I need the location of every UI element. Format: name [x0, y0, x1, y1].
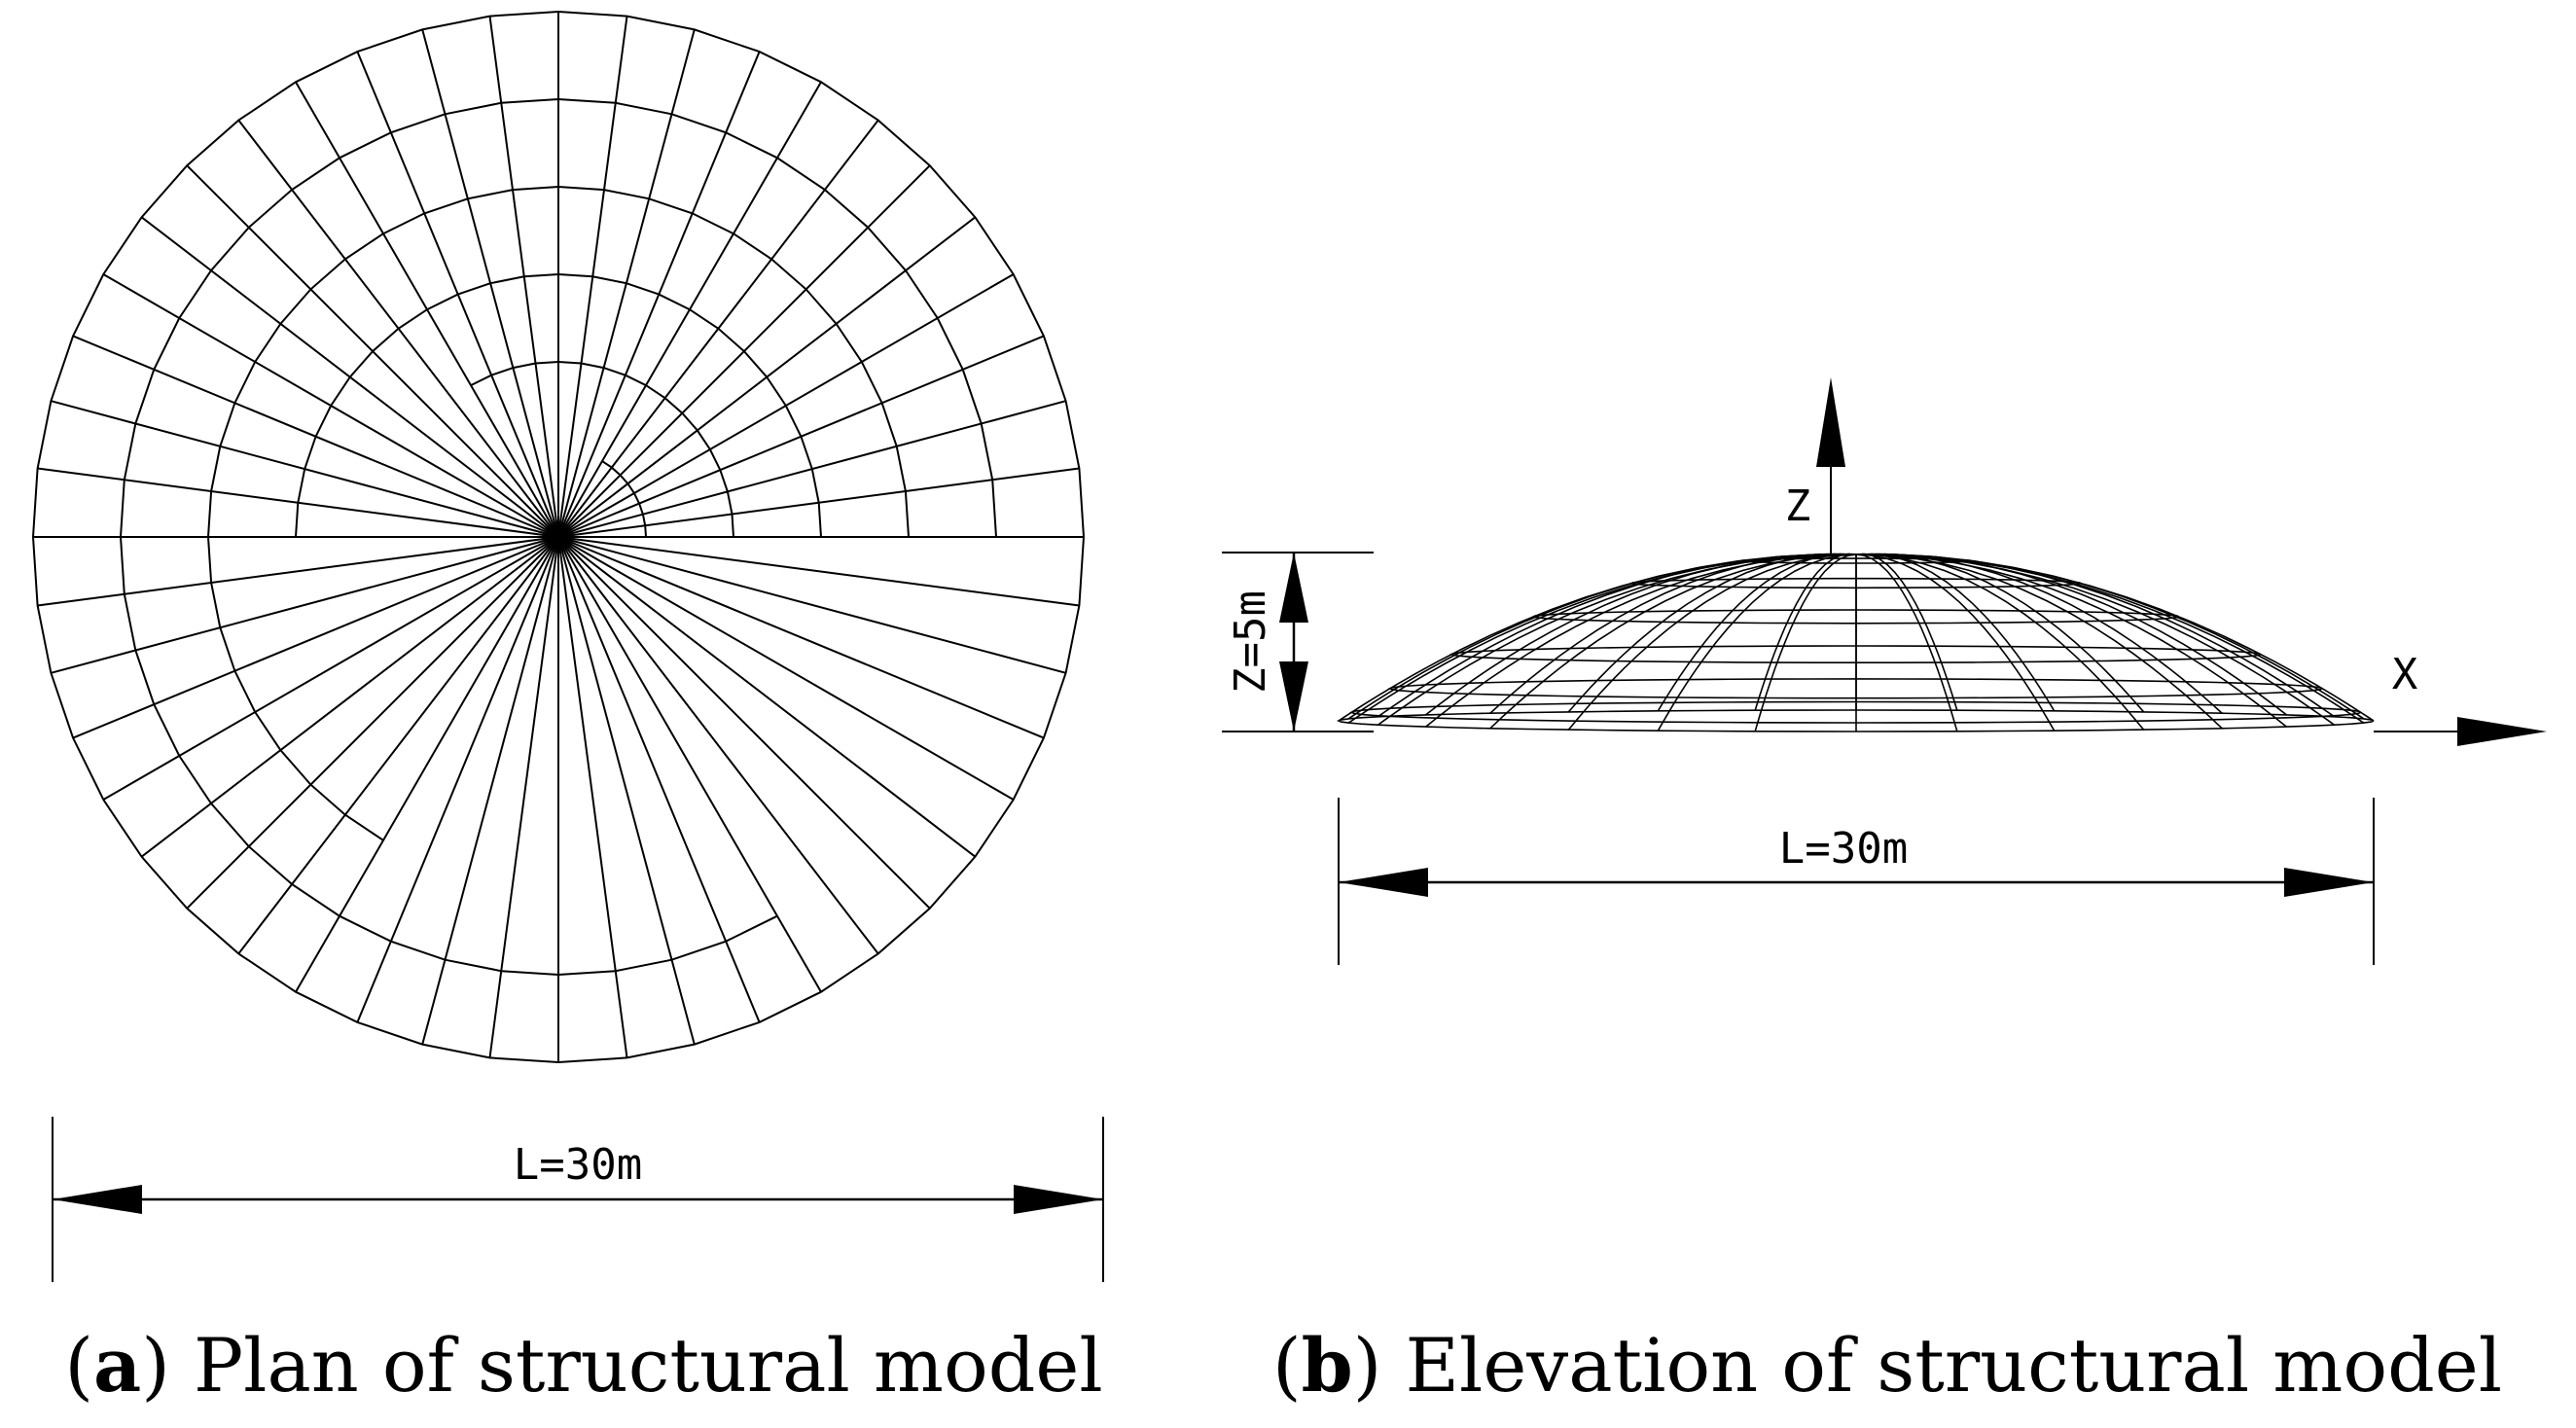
elevation-meridian: [1855, 553, 2056, 732]
elevation-meridian: [1855, 553, 2287, 716]
plan-radial: [356, 51, 559, 538]
elevation-meridian: [1855, 553, 2056, 712]
plan-radial: [140, 216, 559, 538]
plan-radial: [557, 536, 628, 1058]
elevation-meridian: [1567, 553, 1857, 713]
plan-radial: [557, 216, 977, 538]
rise-arrow-bottom: [1279, 661, 1308, 732]
plan-dim-arrow-right: [1014, 1185, 1103, 1214]
plan-radial: [557, 51, 761, 538]
plan-radial: [557, 29, 696, 538]
z-axis: Z: [1785, 377, 1845, 554]
rise-arrow-top: [1279, 553, 1308, 623]
plan-radial: [51, 536, 559, 674]
plan-caption: (a) Plan of structural model: [64, 1322, 1102, 1409]
plan-radial: [72, 335, 559, 538]
plan-radial: [72, 536, 559, 739]
plan-radial: [237, 536, 559, 955]
elevation-meridian: [1347, 553, 1857, 720]
plan-radial: [102, 273, 559, 538]
plan-radial: [557, 467, 1080, 538]
elevation-meridian: [1489, 553, 1857, 714]
elevation-meridian: [1855, 553, 1958, 711]
elevation-meridian: [1855, 553, 2365, 720]
elevation-meridian: [1754, 553, 1857, 711]
plan-radial: [557, 335, 1045, 538]
elevation-meridian: [1855, 553, 1958, 732]
plan-radial: [102, 536, 559, 801]
elev-dim-arrow-left: [1339, 868, 1428, 897]
plan-radial: [557, 536, 761, 1023]
plan-radial: [557, 536, 977, 858]
elev-dim-arrow-right: [2284, 868, 2374, 897]
plan-radial: [557, 536, 879, 955]
plan-radial: [557, 400, 1066, 538]
plan-radial: [295, 81, 559, 538]
plan-radial: [557, 81, 822, 538]
plan-radial: [421, 536, 559, 1045]
elevation-meridian: [1855, 553, 2223, 730]
elevation-meridian: [1855, 553, 2145, 731]
elevation-meridian: [1489, 553, 1857, 730]
plan-radial: [488, 536, 559, 1058]
plan-view: L=30m (a) Plan of structural model: [31, 10, 1104, 1409]
elevation-caption-text: Elevation of structural model: [1406, 1322, 2503, 1409]
plan-radial: [488, 16, 559, 538]
elevation-view: Z X Z=5m L=30m (b) Elevation of structur: [1222, 377, 2547, 1409]
plan-radial: [557, 16, 628, 538]
plan-radial: [557, 536, 1066, 674]
elevation-meridian: [1567, 553, 1857, 731]
plan-radial: [557, 536, 1045, 739]
elevation-meridian: [1657, 553, 1857, 712]
plan-radial: [557, 536, 1015, 801]
plan-radial: [557, 273, 1015, 538]
elevation-meridian: [1855, 553, 2335, 726]
plan-span-dimension: L=30m: [52, 1117, 1104, 1282]
x-axis-arrow: [2457, 717, 2547, 746]
plan-radial: [557, 119, 879, 538]
plan-radial: [356, 536, 559, 1023]
plan-radial: [186, 164, 559, 538]
plan-radial: [557, 536, 696, 1045]
elevation-meridian: [1657, 553, 1857, 732]
plan-caption-letter: a: [93, 1322, 141, 1409]
elevation-caption: (b) Elevation of structural model: [1272, 1322, 2502, 1409]
plan-radial: [557, 536, 822, 993]
rise-dimension: Z=5m: [1222, 552, 1374, 732]
z-axis-arrow: [1816, 377, 1845, 467]
plan-radial: [557, 536, 1080, 607]
plan-radial: [421, 29, 559, 538]
elevation-span-dimension: L=30m: [1338, 798, 2375, 965]
plan-caption-text: Plan of structural model: [194, 1322, 1103, 1409]
elevation-meridian: [1855, 553, 2223, 714]
elevation-meridian: [1377, 553, 1857, 726]
elevation-meridian: [1425, 553, 1857, 716]
plan-radial: [186, 536, 559, 910]
z-axis-label: Z: [1785, 482, 1811, 531]
plan-radial: [37, 467, 559, 538]
elevation-meridian: [1855, 553, 2335, 718]
elevation-meridian: [1855, 553, 2145, 713]
elevation-meridian: [1754, 553, 1857, 732]
elevation-meridian: [1377, 553, 1857, 718]
x-axis-label: X: [2392, 650, 2418, 699]
elevation-mesh: [1336, 553, 2375, 732]
plan-span-label: L=30m: [514, 1140, 642, 1190]
plan-radial: [295, 536, 559, 993]
rise-label: Z=5m: [1226, 590, 1275, 694]
plan-radial: [37, 536, 559, 607]
elevation-caption-letter: b: [1302, 1322, 1353, 1409]
plan-mesh: [31, 10, 1085, 1064]
x-axis: X: [2374, 650, 2547, 746]
plan-radial: [51, 400, 559, 538]
elevation-span-label: L=30m: [1779, 824, 1908, 874]
plan-radial: [140, 536, 559, 858]
plan-radial: [557, 536, 931, 910]
plan-radial: [557, 164, 931, 538]
plan-dim-arrow-left: [53, 1185, 142, 1214]
plan-radial: [237, 119, 559, 538]
